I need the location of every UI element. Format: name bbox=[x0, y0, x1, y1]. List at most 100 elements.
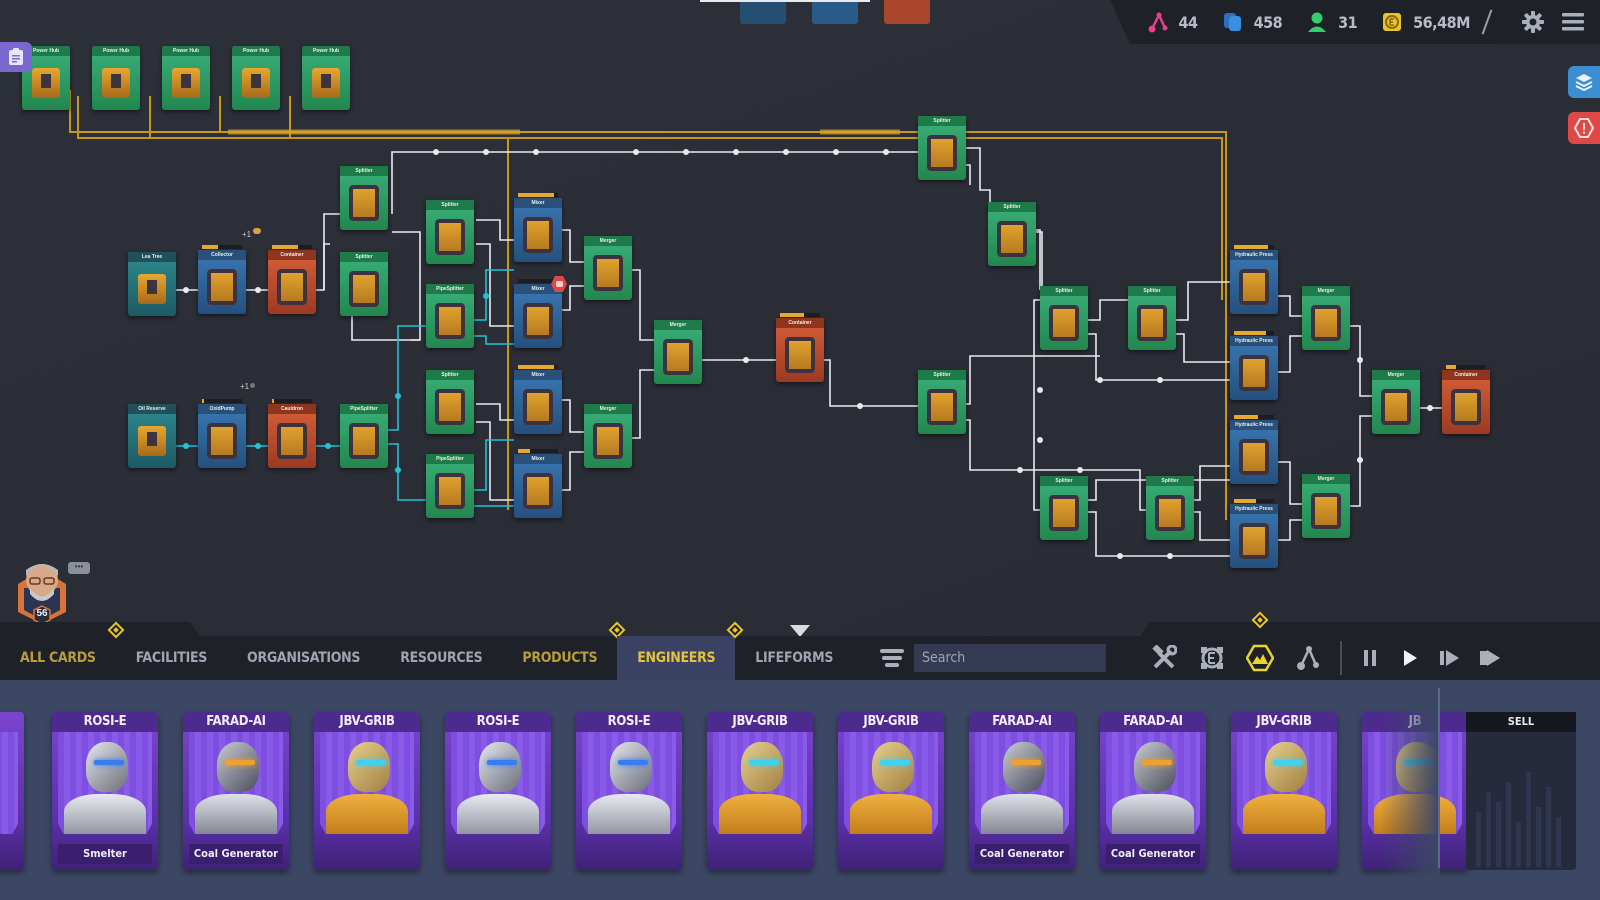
divider bbox=[1481, 9, 1493, 35]
top-progress-line bbox=[700, 0, 870, 2]
facility-node-pipesplitter[interactable]: PipeSplitter bbox=[340, 404, 388, 468]
facility-node-mixer[interactable]: Mixer bbox=[514, 279, 562, 348]
production-progress bbox=[780, 313, 820, 317]
facility-node-merger[interactable]: Merger bbox=[1302, 474, 1350, 538]
layers-button[interactable] bbox=[1568, 66, 1600, 98]
factory-graph-canvas[interactable]: Power Hub Power Hub Power Hub Power Hub … bbox=[0, 0, 1600, 640]
facility-node-splitter[interactable]: Splitter bbox=[426, 200, 474, 264]
facility-node-mixer[interactable]: Mixer bbox=[514, 365, 562, 434]
thumbnail-3[interactable] bbox=[884, 0, 930, 24]
node-title: Splitter bbox=[1146, 476, 1194, 486]
facility-node-splitter[interactable]: Splitter bbox=[340, 252, 388, 316]
engineer-card[interactable]: JBV-GRIB bbox=[1231, 712, 1337, 870]
engineer-card[interactable]: ROSI-E Smelter bbox=[52, 712, 158, 870]
facility-node-lea-tree[interactable]: Lea Tree bbox=[128, 252, 176, 316]
build-tool-button[interactable] bbox=[1140, 636, 1188, 680]
play-button[interactable] bbox=[1390, 636, 1430, 680]
research-tool-button[interactable] bbox=[1188, 636, 1236, 680]
facility-node-merger[interactable]: Merger bbox=[1372, 370, 1420, 434]
facility-node-splitter[interactable]: Splitter bbox=[426, 370, 474, 434]
alerts-button[interactable] bbox=[1568, 112, 1600, 144]
settings-button[interactable] bbox=[1520, 9, 1546, 35]
facility-node-splitter[interactable]: Splitter bbox=[1146, 476, 1194, 540]
facility-node-pipesplitter[interactable]: PipeSplitter bbox=[426, 454, 474, 518]
engineer-card[interactable]: JBV-GRIB bbox=[838, 712, 944, 870]
facility-node-container[interactable]: Container bbox=[268, 245, 316, 314]
menu-button[interactable] bbox=[1560, 9, 1586, 35]
clipboard-icon bbox=[9, 48, 23, 65]
node-title: Splitter bbox=[918, 116, 966, 126]
engineer-card[interactable]: FARAD-AI Coal Generator bbox=[1100, 712, 1206, 870]
facility-node-container[interactable]: Container bbox=[776, 313, 824, 382]
engineer-card-partial-left[interactable] bbox=[0, 712, 24, 870]
pause-button[interactable] bbox=[1350, 636, 1390, 680]
facility-node-splitter[interactable]: Splitter bbox=[1040, 476, 1088, 540]
connection-lines bbox=[69, 90, 1442, 559]
power-hub-node[interactable]: Power Hub bbox=[162, 46, 210, 110]
resources-tool-button[interactable] bbox=[1236, 611, 1284, 680]
tab-lifeforms[interactable]: LIFEFORMS bbox=[735, 636, 853, 680]
facility-node-merger[interactable]: Merger bbox=[584, 404, 632, 468]
skip-button[interactable] bbox=[1470, 636, 1510, 680]
gear-e-icon bbox=[1201, 647, 1223, 669]
engineer-card[interactable]: JBV-GRIB bbox=[314, 712, 420, 870]
filter-icon[interactable] bbox=[880, 647, 904, 669]
collapse-panel-arrow[interactable] bbox=[790, 625, 810, 637]
facility-node-splitter[interactable]: Splitter bbox=[1040, 286, 1088, 350]
engineer-card[interactable]: ROSI-E bbox=[576, 712, 682, 870]
thumbnail-1[interactable] bbox=[740, 0, 786, 24]
node-title: Splitter bbox=[340, 166, 388, 176]
engineer-name: ROSI-E bbox=[576, 712, 682, 732]
chat-button[interactable]: ••• bbox=[68, 562, 90, 574]
tab-resources[interactable]: RESOURCES bbox=[380, 636, 502, 680]
facility-node-collector[interactable]: Collector bbox=[198, 245, 246, 314]
facility-node-merger[interactable]: Merger bbox=[654, 320, 702, 384]
tab-organisations[interactable]: ORGANISATIONS bbox=[227, 636, 380, 680]
top-resource-bar: 44 458 31 56,48M bbox=[1110, 0, 1600, 44]
engineer-card[interactable]: JBV-GRIB bbox=[707, 712, 813, 870]
facility-node-container[interactable]: Container bbox=[1442, 365, 1490, 434]
facility-node-splitter[interactable]: Splitter bbox=[918, 370, 966, 434]
facility-node-oil-reserve[interactable]: Oil Reserve bbox=[128, 404, 176, 468]
facility-node-merger[interactable]: Merger bbox=[584, 236, 632, 300]
power-hub-node[interactable]: Power Hub bbox=[232, 46, 280, 110]
network-tool-button[interactable] bbox=[1284, 636, 1332, 680]
node-title: Hydraulic Press bbox=[1230, 250, 1278, 260]
facility-node-hydraulic-press[interactable]: Hydraulic Press bbox=[1230, 499, 1278, 568]
power-hub-node[interactable]: Power Hub bbox=[92, 46, 140, 110]
thumbnail-2[interactable] bbox=[812, 0, 858, 24]
player-avatar[interactable]: 56 bbox=[14, 558, 70, 625]
facility-node-pipesplitter[interactable]: PipeSplitter bbox=[426, 284, 474, 348]
tab-facilities[interactable]: FACILITIES bbox=[116, 636, 227, 680]
facility-node-hydraulic-press[interactable]: Hydraulic Press bbox=[1230, 331, 1278, 400]
facility-node-cauldron[interactable]: Cauldron bbox=[268, 399, 316, 468]
power-hub-node[interactable]: Power Hub bbox=[302, 46, 350, 110]
power-hub-icon bbox=[172, 68, 200, 98]
engineer-card[interactable]: FARAD-AI Coal Generator bbox=[183, 712, 289, 870]
facility-node-splitter[interactable]: Splitter bbox=[918, 116, 966, 180]
facility-node-mixer[interactable]: Mixer bbox=[514, 449, 562, 518]
top-thumbnails bbox=[740, 0, 930, 24]
facility-node-merger[interactable]: Merger bbox=[1302, 286, 1350, 350]
fast-forward-button[interactable] bbox=[1430, 636, 1470, 680]
facility-node-hydraulic-press[interactable]: Hydraulic Press bbox=[1230, 415, 1278, 484]
facility-node-oxidpump[interactable]: OxidPump bbox=[198, 399, 246, 468]
engineer-card[interactable]: ROSI-E bbox=[445, 712, 551, 870]
coal-icon bbox=[253, 228, 261, 234]
sell-card-slot[interactable]: SELL bbox=[1466, 712, 1576, 870]
search-input[interactable] bbox=[914, 644, 1106, 672]
tab-products[interactable]: PRODUCTS bbox=[502, 621, 626, 680]
mixer-warning-icon[interactable] bbox=[551, 276, 567, 292]
facility-node-splitter[interactable]: Splitter bbox=[988, 202, 1036, 266]
engineer-card[interactable]: FARAD-AI Coal Generator bbox=[969, 712, 1075, 870]
facility-node-splitter[interactable]: Splitter bbox=[1128, 286, 1176, 350]
facility-node-hydraulic-press[interactable]: Hydraulic Press bbox=[1230, 245, 1278, 314]
machine-icon bbox=[927, 389, 957, 425]
quests-clipboard-button[interactable] bbox=[0, 42, 32, 72]
tab-engineers[interactable]: ENGINEERS bbox=[617, 621, 744, 680]
machine-icon bbox=[997, 221, 1027, 257]
facility-node-mixer[interactable]: Mixer bbox=[514, 193, 562, 262]
facility-node-splitter[interactable]: Splitter bbox=[340, 166, 388, 230]
tab-all-cards[interactable]: ALL CARDS bbox=[0, 621, 125, 680]
